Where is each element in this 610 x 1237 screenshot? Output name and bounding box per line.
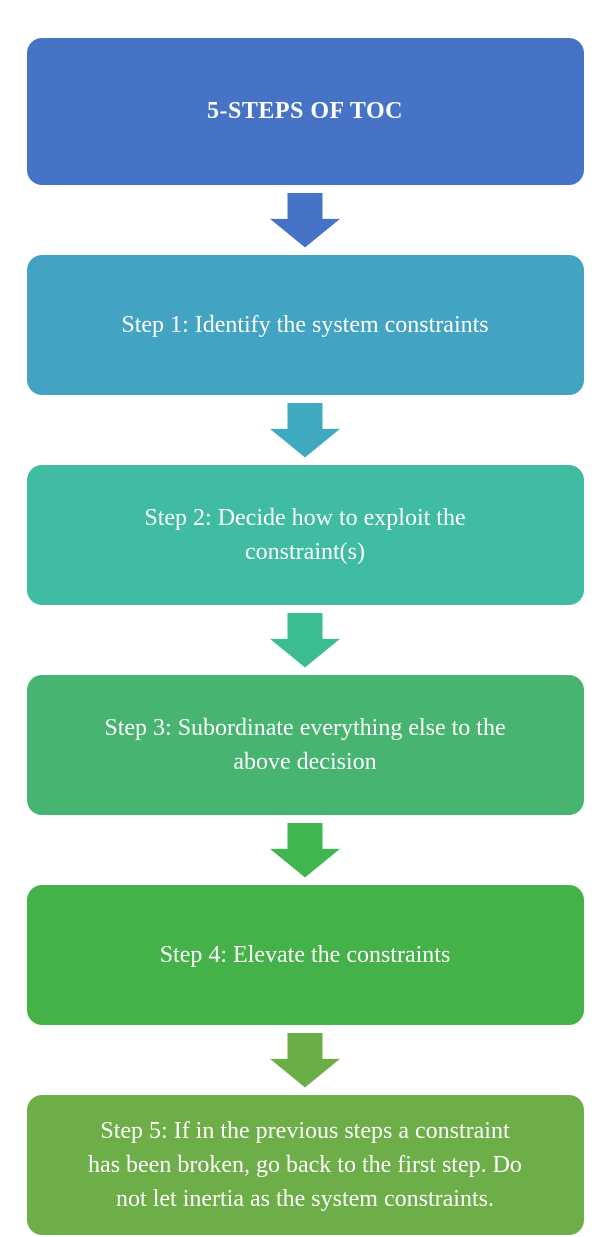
title-label: 5-STEPS OF TOC (207, 98, 403, 125)
step-3-box: Step 3: Subordinate everything else to t… (26, 675, 584, 815)
title-box: 5-STEPS OF TOC (26, 38, 584, 185)
down-arrow-icon (270, 402, 340, 458)
step-1-box: Step 1: Identify the system constraints (26, 255, 584, 395)
down-arrow-icon (270, 822, 340, 878)
connector-2 (0, 395, 610, 465)
step-4-box: Step 4: Elevate the constraints (26, 885, 584, 1025)
down-arrow-icon (270, 1032, 340, 1088)
connector-4 (0, 815, 610, 885)
down-arrow-icon (270, 612, 340, 668)
step-2-box: Step 2: Decide how to exploit the constr… (26, 465, 584, 605)
connector-1 (0, 185, 610, 255)
step-5-label: Step 5: If in the previous steps a const… (88, 1117, 522, 1213)
down-arrow-icon (270, 192, 340, 248)
connector-5 (0, 1025, 610, 1095)
step-3-label: Step 3: Subordinate everything else to t… (104, 714, 506, 775)
step-5-box: Step 5: If in the previous steps a const… (26, 1095, 584, 1235)
step-4-label: Step 4: Elevate the constraints (159, 941, 451, 968)
step-2-label: Step 2: Decide how to exploit the constr… (144, 504, 466, 565)
connector-3 (0, 605, 610, 675)
step-1-label: Step 1: Identify the system constraints (121, 311, 489, 338)
